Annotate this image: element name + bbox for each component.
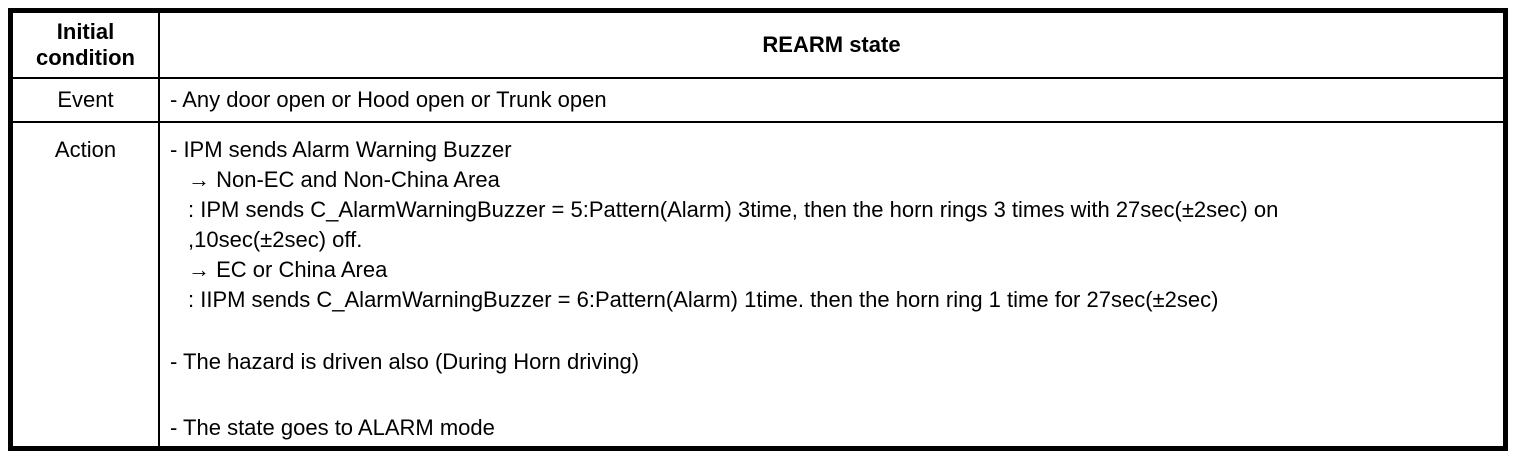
header-rearm-state: REARM state (160, 13, 1503, 79)
blank-line (170, 315, 1495, 347)
action-line-buzzer: - IPM sends Alarm Warning Buzzer (170, 137, 512, 162)
action-line-ec-area: → EC or China Area (188, 257, 388, 282)
rearm-state-table: Initial condition REARM state Event - An… (8, 8, 1508, 451)
event-content: - Any door open or Hood open or Trunk op… (160, 79, 1503, 123)
action-line-alarm-mode: - The state goes to ALARM mode (170, 415, 495, 440)
blank-line (170, 377, 1495, 413)
event-label: Event (13, 79, 160, 123)
action-line-off-time: ,10sec(±2sec) off. (188, 227, 363, 252)
action-line-pattern-6: : IIPM sends C_AlarmWarningBuzzer = 6:Pa… (188, 287, 1219, 312)
action-line-non-ec-area: → Non-EC and Non-China Area (188, 167, 500, 192)
action-label: Action (13, 123, 160, 446)
action-line-hazard: - The hazard is driven also (During Horn… (170, 349, 640, 374)
header-initial-condition: Initial condition (13, 13, 160, 79)
action-line-pattern-5: : IPM sends C_AlarmWarningBuzzer = 5:Pat… (188, 197, 1279, 222)
action-content: - IPM sends Alarm Warning Buzzer → Non-E… (160, 123, 1503, 446)
